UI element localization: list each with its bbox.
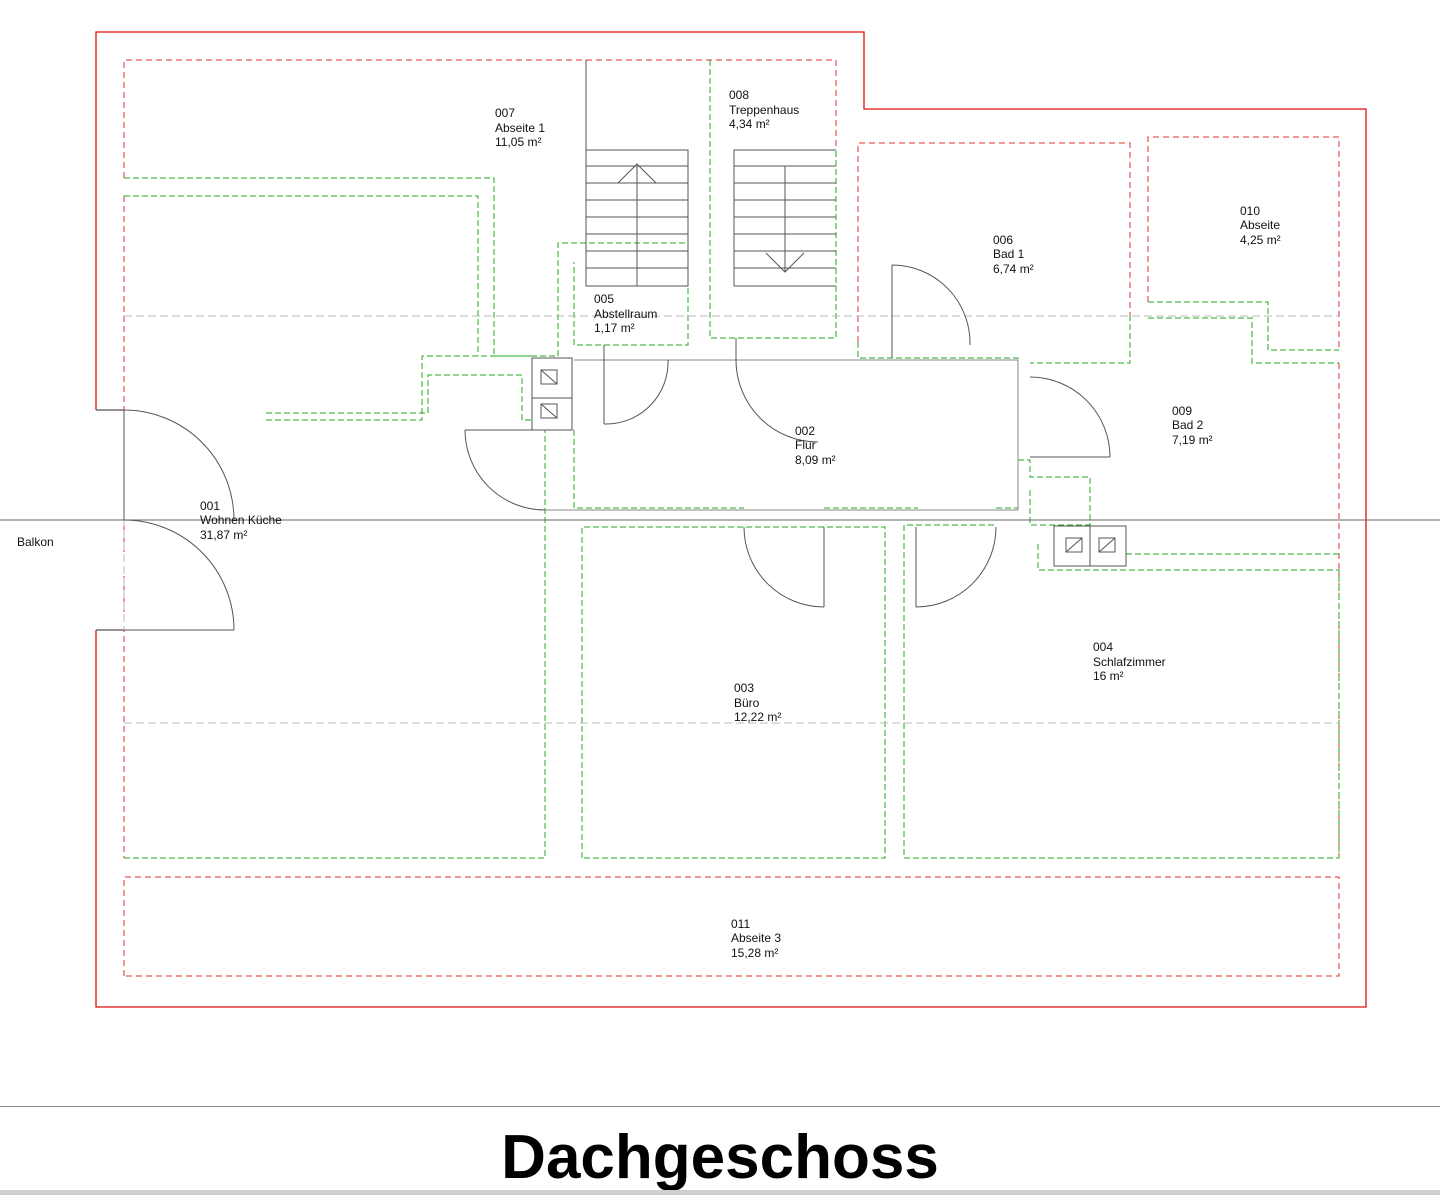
doors <box>123 264 1111 631</box>
room-label-006: 006 Bad 1 6,74 m² <box>993 233 1034 276</box>
room-number: 002 <box>795 424 815 438</box>
room-name: Schlafzimmer <box>1093 655 1166 669</box>
room-number: 008 <box>729 88 749 102</box>
room-label-003: 003 Büro 12,22 m² <box>734 681 781 724</box>
title-divider <box>0 1106 1440 1107</box>
room-label-004: 004 Schlafzimmer 16 m² <box>1093 640 1166 683</box>
room-number: 003 <box>734 681 754 695</box>
room-area: 4,25 m² <box>1240 233 1281 247</box>
outside-label-balkon: Balkon <box>17 535 54 549</box>
room-name: Bad 2 <box>1172 418 1204 432</box>
room-name: Flur <box>795 438 816 452</box>
floor-title: Dachgeschoss <box>501 1123 939 1192</box>
room-number: 011 <box>731 917 750 931</box>
room-number: 004 <box>1093 640 1113 654</box>
room-area: 8,09 m² <box>795 453 836 467</box>
room-label-009: 009 Bad 2 7,19 m² <box>1172 404 1213 447</box>
room-label-005: 005 Abstellraum 1,17 m² <box>594 292 657 335</box>
room-label-007: 007 Abseite 1 11,05 m² <box>495 106 545 149</box>
outer-wall <box>95 31 1367 1008</box>
room-boundaries <box>124 60 1340 859</box>
shaft-boxes <box>531 357 1127 567</box>
room-area: 11,05 m² <box>495 135 541 149</box>
room-area: 15,28 m² <box>731 946 778 960</box>
eave-lines <box>123 59 1340 977</box>
room-number: 001 <box>200 499 220 513</box>
room-label-002: 002 Flur 8,09 m² <box>795 424 836 467</box>
room-number: 007 <box>495 106 515 120</box>
room-name: Büro <box>734 696 760 710</box>
room-area: 31,87 m² <box>200 528 247 542</box>
room-area: 1,17 m² <box>594 321 635 335</box>
hallway-walls <box>545 359 1019 511</box>
room-area: 6,74 m² <box>993 262 1034 276</box>
room-label-008: 008 Treppenhaus 4,34 m² <box>729 88 799 131</box>
room-number: 010 <box>1240 204 1260 218</box>
room-number: 005 <box>594 292 614 306</box>
room-number: 006 <box>993 233 1013 247</box>
room-name: Wohnen Küche <box>200 513 282 527</box>
room-label-010: 010 Abseite 4,25 m² <box>1240 204 1281 247</box>
room-area: 16 m² <box>1093 669 1124 683</box>
room-name: Treppenhaus <box>729 103 799 117</box>
room-area: 12,22 m² <box>734 710 781 724</box>
room-area: 7,19 m² <box>1172 433 1213 447</box>
room-number: 009 <box>1172 404 1192 418</box>
room-name: Abseite 1 <box>495 121 545 135</box>
room-name: Abstellraum <box>594 307 657 321</box>
room-label-001: 001 Wohnen Küche 31,87 m² <box>200 499 282 542</box>
room-name: Abseite <box>1240 218 1280 232</box>
room-name: Bad 1 <box>993 247 1025 261</box>
room-label-011: 011 Abseite 3 15,28 m² <box>731 917 781 960</box>
room-area: 4,34 m² <box>729 117 770 131</box>
room-name: Abseite 3 <box>731 931 781 945</box>
bottom-edge-bar <box>0 1190 1440 1195</box>
staircase <box>585 60 836 287</box>
